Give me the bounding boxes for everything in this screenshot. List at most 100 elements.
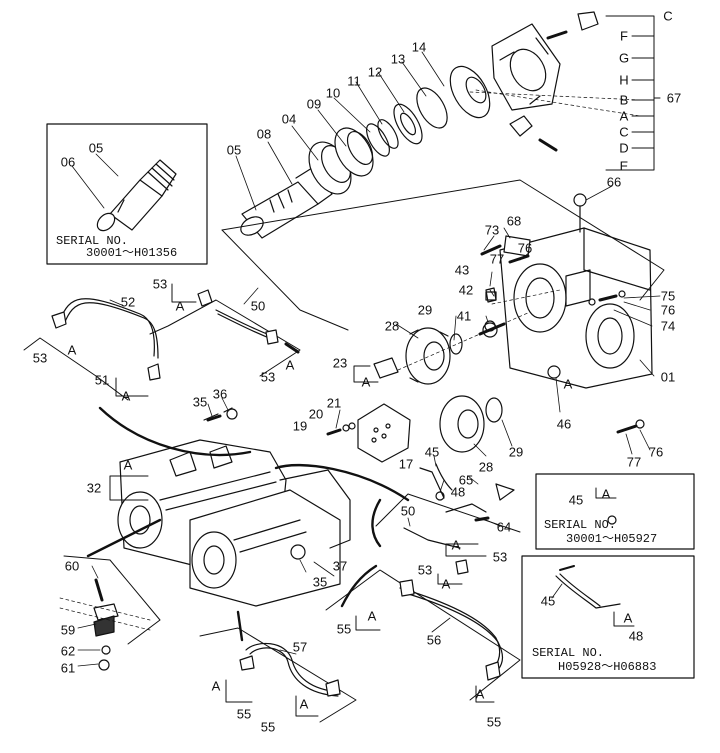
serial-box-check bbox=[535, 473, 695, 550]
part-35: 35 bbox=[312, 574, 328, 590]
gear-parts bbox=[357, 287, 506, 463]
part-42: 42 bbox=[458, 282, 474, 298]
section-lines bbox=[86, 406, 410, 642]
letter-H: H bbox=[619, 72, 629, 88]
part-28: 28 bbox=[478, 459, 494, 475]
letter-G: G bbox=[618, 50, 630, 66]
part-62: 62 bbox=[60, 643, 76, 659]
part-60: 60 bbox=[64, 558, 80, 574]
part-28-top: 28 bbox=[384, 318, 400, 334]
letter-D: D bbox=[619, 140, 629, 156]
part-46: 48 bbox=[450, 484, 466, 500]
part-67: 68 bbox=[506, 213, 522, 229]
part-21: 21 bbox=[326, 395, 342, 411]
letter-A-53-left: A bbox=[67, 342, 77, 358]
leader-lines bbox=[71, 51, 661, 667]
part-76-right: 76 bbox=[660, 302, 676, 318]
main-pump-body bbox=[117, 407, 351, 607]
serial-label-2: SERIAL NO. bbox=[544, 518, 617, 532]
part-59: 59 bbox=[60, 622, 76, 638]
part-46-inset2: 48 bbox=[628, 628, 644, 644]
part-45-inset2: 45 bbox=[540, 593, 556, 609]
group-brackets bbox=[109, 15, 661, 717]
part-06: 06 bbox=[60, 154, 76, 170]
part-53-top: 53 bbox=[152, 276, 168, 292]
part-43: 43 bbox=[454, 262, 470, 278]
part-32: 32 bbox=[86, 480, 102, 496]
part-53-lower: 53 bbox=[417, 562, 433, 578]
part-14: 14 bbox=[411, 39, 427, 55]
letter-A-top: A bbox=[619, 108, 629, 124]
perspective-panels bbox=[23, 179, 665, 723]
pipes bbox=[59, 298, 621, 697]
part-45: 45 bbox=[424, 444, 440, 460]
letter-A-50-bottom: A bbox=[451, 537, 461, 553]
guide-lines bbox=[59, 89, 641, 631]
letter-A-housing: A bbox=[563, 376, 573, 392]
letter-A-53-lower: A bbox=[441, 576, 451, 592]
letter-A-50: A bbox=[285, 357, 295, 373]
serial-box-check-2 bbox=[521, 555, 695, 679]
part-50: 50 bbox=[400, 503, 416, 519]
fasteners bbox=[51, 235, 645, 697]
part-13: 13 bbox=[390, 51, 406, 67]
serial-range-3: H05928～H06883 bbox=[558, 660, 657, 674]
part-19: 19 bbox=[292, 418, 308, 434]
part-53-right: 53 bbox=[260, 369, 276, 385]
letter-E: E bbox=[619, 158, 629, 174]
part-12: 12 bbox=[367, 64, 383, 80]
letter-A-32: A bbox=[123, 457, 133, 473]
part-17: 17 bbox=[398, 456, 414, 472]
part-52: 52 bbox=[120, 294, 136, 310]
part-75: 75 bbox=[660, 288, 676, 304]
part-51: 51 bbox=[94, 372, 110, 388]
letter-A-inset1: A bbox=[601, 486, 611, 502]
part-29: 29 bbox=[508, 444, 524, 460]
part-23: 23 bbox=[332, 355, 348, 371]
serial-range-2: 30001～H05927 bbox=[566, 532, 658, 546]
part-76-top: 76 bbox=[517, 240, 533, 256]
part-68: 73 bbox=[484, 222, 500, 238]
part-08: 08 bbox=[256, 126, 272, 142]
serial-label-3: SERIAL NO. bbox=[532, 646, 605, 660]
serial-range-1: 30001～H01356 bbox=[86, 246, 178, 260]
part-20: 20 bbox=[308, 406, 324, 422]
part-61: 61 bbox=[60, 660, 76, 676]
part-57-upper: 55 bbox=[336, 621, 352, 637]
part-37: 37 bbox=[332, 558, 348, 574]
gear-housing bbox=[499, 193, 653, 389]
letter-C-top: C bbox=[663, 8, 673, 24]
part-36: 36 bbox=[212, 386, 228, 402]
part-01: 01 bbox=[660, 369, 676, 385]
part-73: 67 bbox=[666, 90, 682, 106]
part-66: 65 bbox=[458, 472, 474, 488]
part-74: 74 bbox=[660, 318, 676, 334]
part-64: 64 bbox=[496, 519, 512, 535]
part-55: 56 bbox=[426, 632, 442, 648]
serial-box-shaft bbox=[46, 123, 208, 265]
letter-A-57-right: A bbox=[475, 686, 485, 702]
part-48: 46 bbox=[556, 416, 572, 432]
part-35-top: 35 bbox=[192, 394, 208, 410]
part-53-left: 53 bbox=[32, 350, 48, 366]
part-11: 11 bbox=[347, 73, 361, 89]
shaft-inset-drawing bbox=[96, 159, 177, 232]
part-76-bottom: 76 bbox=[648, 444, 664, 460]
part-77-bottom: 77 bbox=[626, 454, 642, 470]
part-29-top: 29 bbox=[417, 302, 433, 318]
part-57-left: 55 bbox=[236, 706, 252, 722]
part-04: 04 bbox=[281, 111, 297, 127]
part-53-bottom: 53 bbox=[492, 549, 508, 565]
letter-A-51: A bbox=[121, 388, 131, 404]
part-65: 66 bbox=[606, 174, 622, 190]
letter-A-57-upper: A bbox=[367, 608, 377, 624]
part-50-top: 50 bbox=[250, 298, 266, 314]
letter-A-23: A bbox=[361, 374, 371, 390]
letter-C: C bbox=[619, 124, 629, 140]
part-57-mid: 55 bbox=[260, 719, 276, 735]
letter-A-57-left: A bbox=[211, 678, 221, 694]
part-45-inset1: 45 bbox=[568, 492, 584, 508]
serial-label-1: SERIAL NO. bbox=[56, 234, 129, 248]
